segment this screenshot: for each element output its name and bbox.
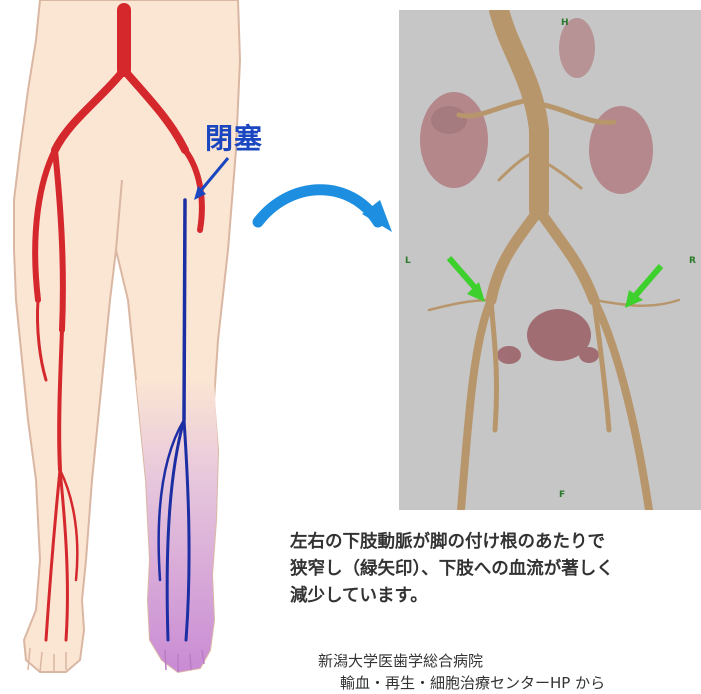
ct-marker-bottom: F xyxy=(559,490,565,500)
source-line-2: 輸血・再生・細胞治療センターHP から xyxy=(318,672,701,694)
ct-marker-left: L xyxy=(405,256,411,266)
stenosis-arrow-left-icon xyxy=(449,258,485,302)
curved-arrow-icon xyxy=(258,190,392,232)
source-line-1: 新潟大学医歯学総合病院 xyxy=(318,650,701,672)
source-credit: 新潟大学医歯学総合病院 輸血・再生・細胞治療センターHP から xyxy=(318,650,701,694)
caption-line: 狭窄し（緑矢印）、下肢への血流が著しく xyxy=(290,556,701,583)
caption-line: 左右の下肢動脈が脚の付け根のあたりで xyxy=(290,529,701,556)
ischemic-area xyxy=(136,380,218,672)
occlusion-label: 閉塞 xyxy=(205,117,263,157)
ct-marker-top: H xyxy=(561,18,569,28)
ct-angiography-image: H L R F xyxy=(399,10,701,510)
ct-marker-right: R xyxy=(689,256,696,266)
aorta-and-iliac-arteries xyxy=(429,10,679,510)
ct-vessel-render xyxy=(399,10,701,510)
kidney-left xyxy=(420,92,488,188)
caption-line: 減少しています。 xyxy=(290,583,701,610)
stenosis-arrow-right-icon xyxy=(625,266,661,308)
bladder xyxy=(497,309,599,364)
caption-text: 左右の下肢動脈が脚の付け根のあたりで 狭窄し（緑矢印）、下肢への血流が著しく 減… xyxy=(290,529,701,610)
